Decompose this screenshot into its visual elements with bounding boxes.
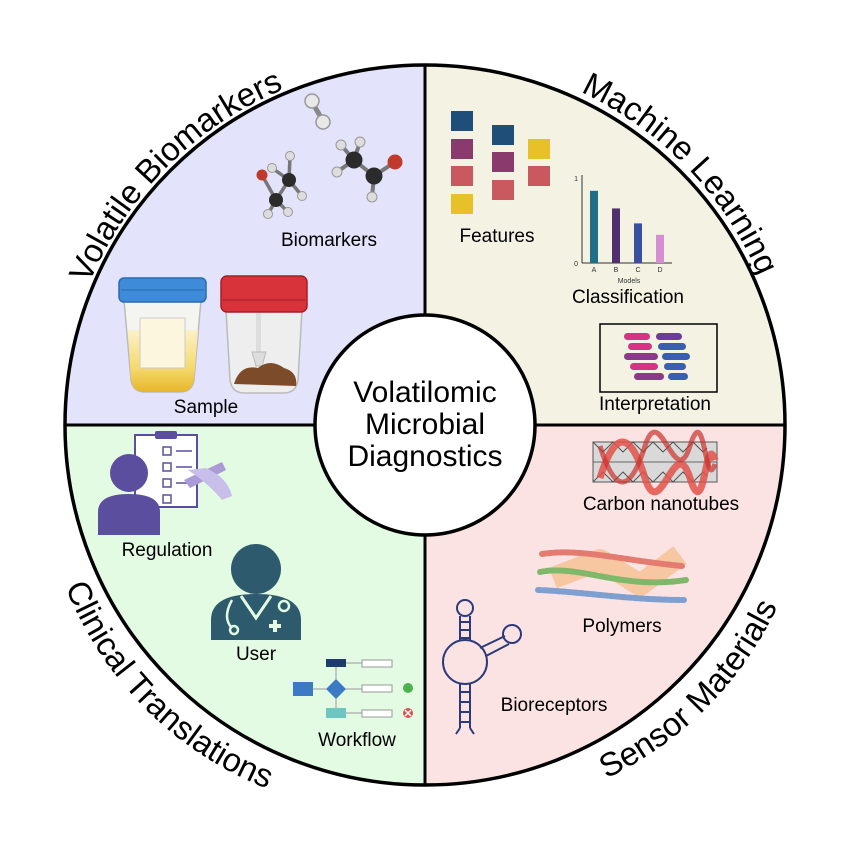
mini-chart-tick-bottom: 0	[574, 261, 578, 268]
center-title-line2: Microbial	[365, 408, 485, 441]
center-title-line1: Volatilomic	[353, 376, 496, 409]
label-user: User	[236, 644, 277, 665]
label-interpretation: Interpretation	[599, 394, 711, 415]
urine-cup-icon	[118, 277, 207, 393]
outer-ring	[63, 63, 787, 787]
molecule-h2-icon	[304, 93, 331, 130]
mini-chart-category-label: C	[635, 267, 640, 274]
molecule-acetaldehyde-icon	[331, 136, 403, 203]
features-grid-icon	[451, 111, 550, 214]
molecule-butane-icon	[256, 151, 307, 219]
mini-chart-category-label: A	[592, 267, 597, 274]
label-classification: Classification	[572, 287, 684, 308]
bioreceptor-aptamer-icon	[442, 599, 522, 735]
carbon-nanotube-icon	[592, 429, 719, 496]
mini-chart-tick-top: 1	[574, 176, 578, 183]
classification-bar-chart: 1 0 Models A B C D	[574, 175, 672, 285]
label-regulation: Regulation	[122, 540, 213, 561]
regulation-icon	[98, 431, 232, 535]
label-sample: Sample	[174, 397, 238, 418]
mini-chart-category-label: D	[657, 267, 662, 274]
stool-cup-icon	[220, 275, 308, 394]
label-carbon-nanotubes: Carbon nanotubes	[583, 494, 739, 515]
label-biomarkers: Biomarkers	[281, 230, 377, 251]
mini-chart-bar	[634, 223, 642, 263]
center-circle	[313, 313, 537, 537]
mini-chart-bar	[590, 190, 598, 263]
workflow-flowchart-icon	[293, 659, 413, 718]
label-bioreceptors: Bioreceptors	[501, 695, 608, 716]
mini-chart-bar	[656, 234, 664, 263]
user-doctor-icon	[211, 544, 301, 640]
label-polymers: Polymers	[582, 616, 661, 637]
mini-chart-xlabel: Models	[618, 278, 641, 285]
label-features: Features	[460, 226, 535, 247]
center-title-line3: Diagnostics	[347, 440, 502, 473]
label-workflow: Workflow	[318, 730, 396, 751]
mini-chart-bar	[612, 208, 620, 263]
polymers-icon	[535, 546, 689, 603]
mini-chart-category-label: B	[614, 267, 619, 274]
interpretation-icon	[599, 323, 718, 393]
